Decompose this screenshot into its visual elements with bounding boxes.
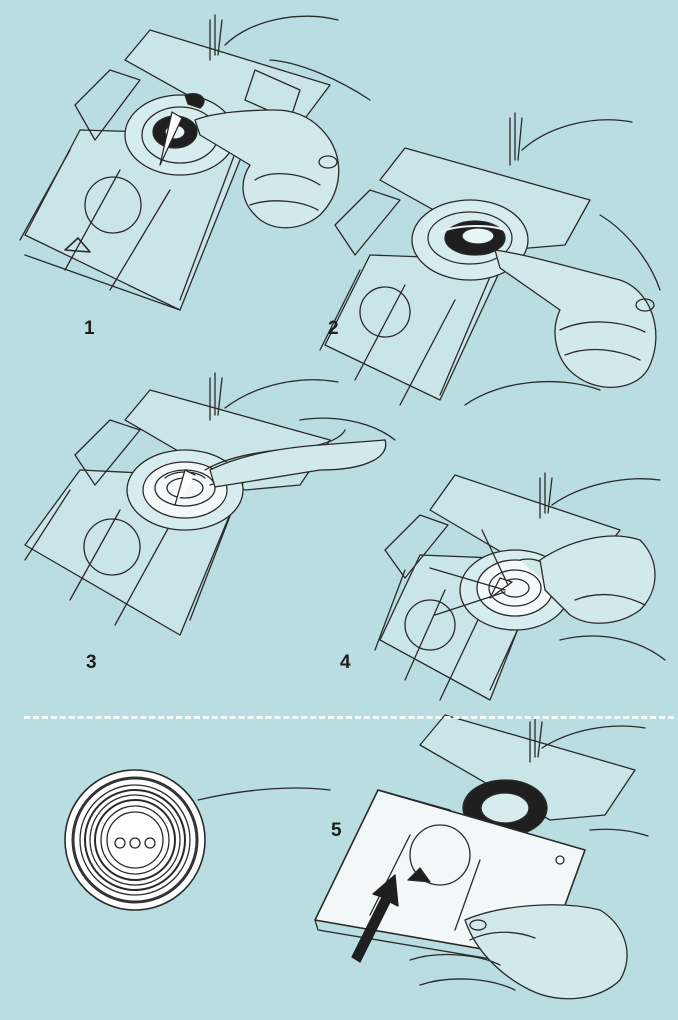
step4-hand [540, 536, 665, 660]
step2-needle [510, 113, 632, 165]
step-number-4: 4 [340, 652, 351, 674]
step3-illustration [25, 373, 395, 635]
step-number-5: 5 [331, 820, 342, 842]
step1-needle [210, 15, 338, 60]
step3-bobbin-case [127, 450, 243, 530]
step1-illustration [20, 15, 370, 310]
step5-illustration [65, 715, 648, 999]
wound-bobbin-detail [65, 770, 330, 910]
step2-illustration [320, 113, 660, 405]
section-divider [24, 716, 674, 719]
step-number-3: 3 [86, 652, 97, 674]
step-number-1: 1 [84, 318, 95, 340]
step4-illustration [375, 473, 665, 700]
step-number-2: 2 [328, 318, 339, 340]
